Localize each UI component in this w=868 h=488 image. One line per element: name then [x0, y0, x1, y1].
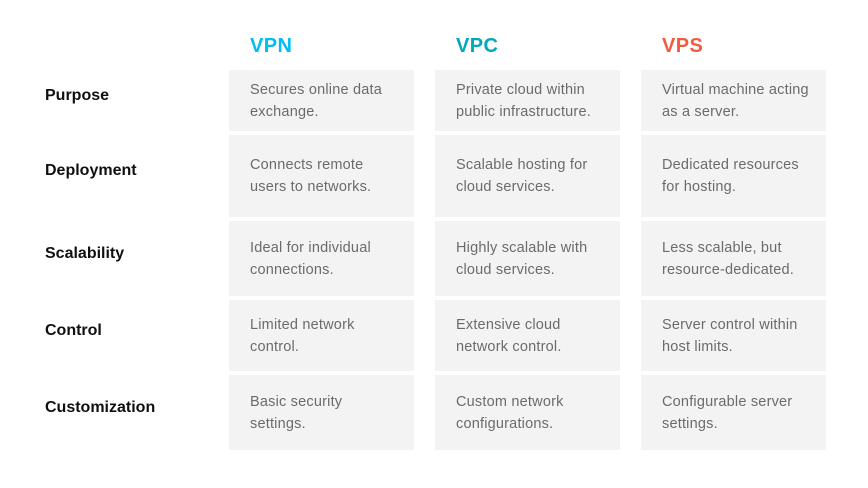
- header-row: VPN VPC VPS: [45, 30, 868, 70]
- table-row-purpose: Purpose Secures online data exchange. Pr…: [45, 70, 868, 131]
- row-label-deployment: Deployment: [45, 162, 137, 179]
- table-row-scalability: Scalability Ideal for individual connect…: [45, 221, 868, 296]
- cell-deployment-vps: Dedicated resources for hosting.: [641, 135, 826, 217]
- cell-purpose-vpn: Secures online data exchange.: [229, 70, 414, 131]
- cell-customization-vps: Configurable server settings.: [641, 375, 826, 450]
- table-row-customization: Customization Basic security settings. C…: [45, 375, 868, 450]
- cell-scalability-vpc: Highly scalable with cloud services.: [435, 221, 620, 296]
- column-header-vps: VPS: [662, 35, 704, 57]
- row-label-scalability: Scalability: [45, 244, 125, 262]
- cell-control-vps: Server control within host limits.: [641, 300, 826, 371]
- table-row-deployment: Deployment Connects remote users to netw…: [45, 135, 868, 217]
- row-label-control: Control: [45, 321, 102, 339]
- cell-customization-vpn: Basic security settings.: [229, 375, 414, 450]
- row-label-customization: Customization: [45, 398, 156, 416]
- cell-control-vpn: Limited network control.: [229, 300, 414, 371]
- column-header-vpc: VPC: [456, 35, 499, 57]
- cell-customization-vpc: Custom network configurations.: [435, 375, 620, 450]
- cell-purpose-vps: Virtual machine acting as a server.: [641, 70, 826, 131]
- column-header-vpn: VPN: [250, 35, 293, 57]
- cell-deployment-vpc: Scalable hosting for cloud services.: [435, 135, 620, 217]
- cell-deployment-vpn: Connects remote users to networks.: [229, 135, 414, 217]
- comparison-table: VPN VPC VPS Purpose Secures online data …: [45, 30, 868, 450]
- table-row-control: Control Limited network control. Extensi…: [45, 300, 868, 371]
- row-label-purpose: Purpose: [45, 86, 110, 104]
- cell-scalability-vps: Less scalable, but resource-dedicated.: [641, 221, 826, 296]
- cell-control-vpc: Extensive cloud network control.: [435, 300, 620, 371]
- cell-scalability-vpn: Ideal for individual connections.: [229, 221, 414, 296]
- cell-purpose-vpc: Private cloud within public infrastructu…: [435, 70, 620, 131]
